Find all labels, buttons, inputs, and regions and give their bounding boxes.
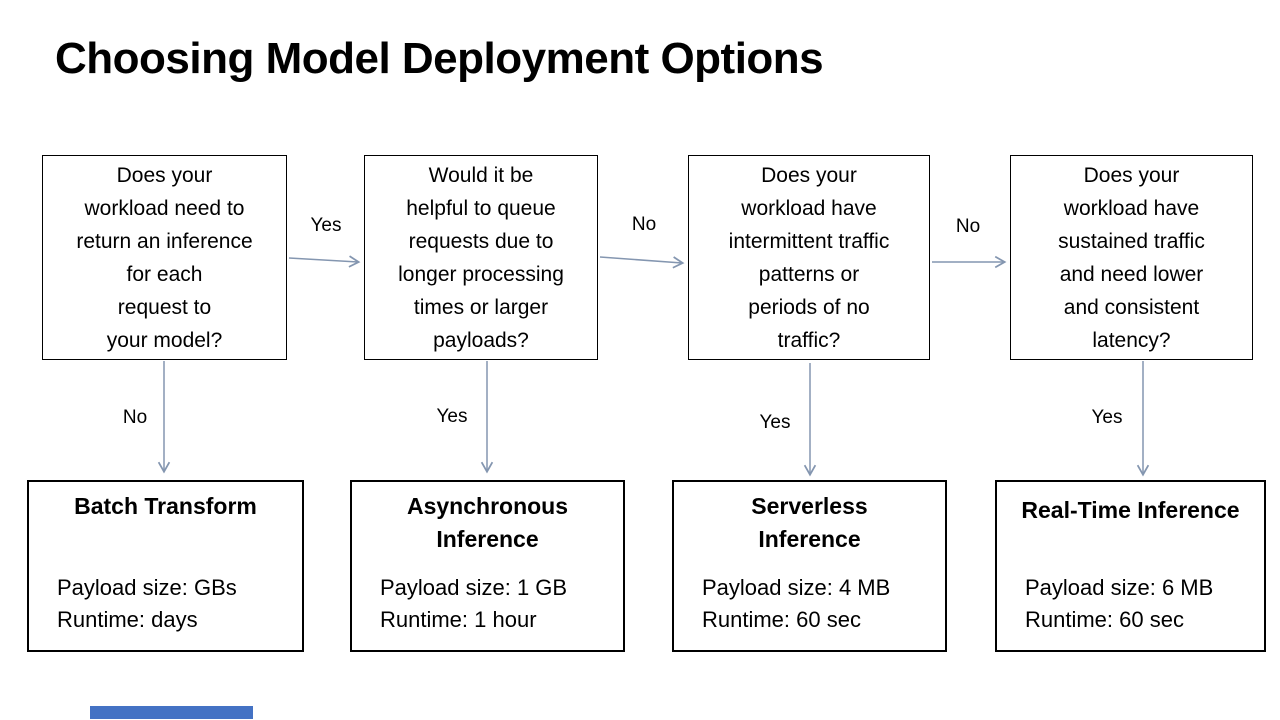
option-box-asynchronous-inference: Asynchronous Inference Payload size: 1 G…: [350, 480, 625, 652]
option-specs: Payload size: 6 MB Runtime: 60 sec: [1025, 572, 1213, 636]
question-box-queue-requests: Would it be helpful to queue requests du…: [364, 155, 598, 360]
payload-size: Payload size: 1 GB: [380, 575, 568, 600]
decision-label-yes-serverless: Yes: [759, 412, 791, 433]
progress-bar[interactable]: [90, 706, 253, 719]
question-text: Does your workload have sustained traffi…: [1058, 164, 1205, 352]
option-specs: Payload size: GBs Runtime: days: [57, 572, 237, 636]
option-title: Real-Time Inference: [1021, 497, 1240, 523]
page-title: Choosing Model Deployment Options: [55, 34, 824, 83]
payload-size: Payload size: 6 MB: [1025, 575, 1214, 600]
question-box-inference-per-request: Does your workload need to return an inf…: [42, 155, 287, 360]
runtime: Runtime: days: [57, 607, 198, 632]
option-specs: Payload size: 1 GB Runtime: 1 hour: [380, 572, 567, 636]
decision-label-yes-1: Yes: [310, 215, 342, 236]
payload-size: Payload size: 4 MB: [702, 575, 891, 600]
option-specs: Payload size: 4 MB Runtime: 60 sec: [702, 572, 890, 636]
question-text: Would it be helpful to queue requests du…: [398, 164, 564, 352]
option-title: Serverless Inference: [751, 493, 868, 552]
runtime: Runtime: 60 sec: [1025, 607, 1184, 632]
decision-label-no-2: No: [955, 216, 981, 237]
decision-label-yes-realtime: Yes: [1091, 407, 1123, 428]
decision-label-no-batch: No: [122, 407, 148, 428]
option-title: Batch Transform: [74, 493, 257, 519]
runtime: Runtime: 60 sec: [702, 607, 861, 632]
runtime: Runtime: 1 hour: [380, 607, 537, 632]
payload-size: Payload size: GBs: [57, 575, 237, 600]
question-box-intermittent-traffic: Does your workload have intermittent tra…: [688, 155, 930, 360]
option-title: Asynchronous Inference: [406, 493, 569, 552]
decision-label-no-1: No: [631, 214, 657, 235]
decision-label-yes-async: Yes: [436, 406, 468, 427]
option-box-serverless-inference: Serverless Inference Payload size: 4 MB …: [672, 480, 947, 652]
option-box-real-time-inference: Real-Time Inference Payload size: 6 MB R…: [995, 480, 1266, 652]
option-box-batch-transform: Batch Transform Payload size: GBs Runtim…: [27, 480, 304, 652]
question-text: Does your workload have intermittent tra…: [728, 164, 890, 352]
question-text: Does your workload need to return an inf…: [76, 164, 253, 352]
question-box-sustained-traffic: Does your workload have sustained traffi…: [1010, 155, 1253, 360]
